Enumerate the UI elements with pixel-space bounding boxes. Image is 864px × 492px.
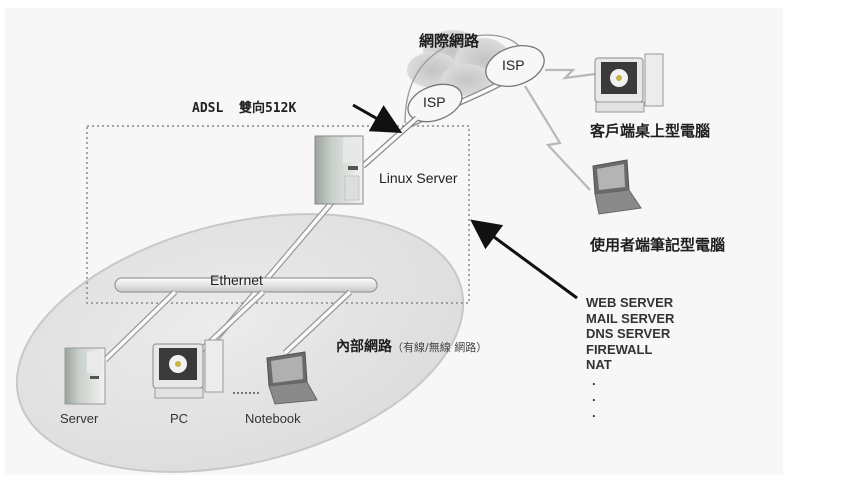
isp-oval-lower bbox=[407, 83, 463, 123]
network-diagram: 網際網路 ISP ISP ADSL 雙向512K Linux Server Et… bbox=[5, 8, 783, 475]
adsl-arrow bbox=[352, 103, 403, 133]
service-continuation: . bbox=[592, 372, 596, 388]
service-continuation: . bbox=[592, 388, 596, 404]
services-arrow bbox=[470, 219, 578, 300]
tower-server-icon bbox=[64, 347, 106, 405]
gateway-boundary-box bbox=[86, 125, 470, 304]
isp-oval-upper bbox=[485, 45, 545, 87]
isp-label-upper: ISP bbox=[502, 57, 525, 73]
linux-server-tower-icon bbox=[314, 135, 364, 205]
service-item: WEB SERVER bbox=[586, 295, 674, 310]
diagram-graphics bbox=[15, 30, 664, 473]
remote-laptop-label: 使用者端筆記型電腦 bbox=[590, 236, 726, 254]
wireless-link-laptop bbox=[524, 85, 591, 191]
internet-label: 網際網路 bbox=[419, 32, 480, 50]
internal-network-sub-label: （有線/無線 網路） bbox=[392, 341, 488, 354]
service-item: NAT bbox=[586, 357, 612, 372]
internal-network-caption: 內部網路（有線/無線 網路） bbox=[336, 336, 487, 356]
node-label-pc: PC bbox=[170, 411, 189, 426]
ethernet-bus bbox=[114, 277, 378, 293]
remote-desktop-label: 客戶端桌上型電腦 bbox=[590, 122, 711, 140]
adsl-label: ADSL 雙向512K bbox=[192, 101, 297, 116]
ethernet-label: Ethernet bbox=[210, 272, 263, 288]
desktop-pc-icon bbox=[152, 339, 224, 399]
service-continuation: . bbox=[592, 404, 596, 420]
wireless-link-desktop bbox=[545, 68, 596, 80]
service-item: MAIL SERVER bbox=[586, 310, 675, 326]
linux-server-label: Linux Server bbox=[379, 170, 458, 186]
service-item: FIREWALL bbox=[586, 341, 653, 357]
node-label-server: Server bbox=[60, 411, 99, 426]
laptop-icon bbox=[266, 351, 318, 405]
services-list: WEB SERVER MAIL SERVER DNS SERVER FIREWA… bbox=[586, 295, 674, 421]
internal-network-ellipse bbox=[15, 213, 465, 473]
remote-laptop-icon bbox=[592, 159, 642, 215]
node-label-notebook: Notebook bbox=[245, 411, 301, 426]
internal-network-label: 內部網路 bbox=[336, 339, 392, 355]
remote-desktop-pc-icon bbox=[594, 53, 664, 113]
isp-label-lower: ISP bbox=[423, 94, 446, 110]
service-item: DNS SERVER bbox=[586, 326, 671, 341]
